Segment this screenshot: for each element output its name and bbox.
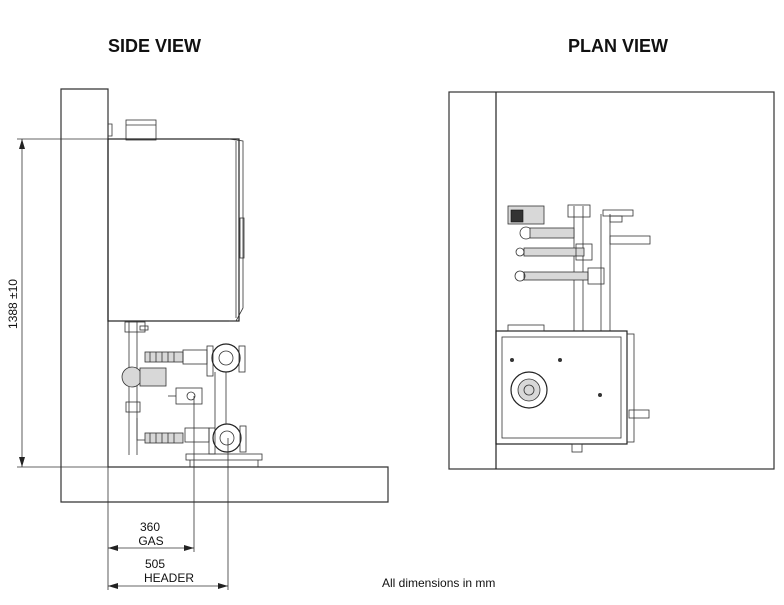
horizontal-dimensions: 360 GAS 505 HEADER xyxy=(107,396,229,590)
gas-dimension-label: GAS xyxy=(138,534,163,548)
boiler-body xyxy=(107,138,240,322)
header-flange-upper xyxy=(211,343,241,373)
plan-side-bracket xyxy=(628,409,650,419)
plan-pipework xyxy=(507,204,651,331)
plan-frame xyxy=(448,91,775,470)
plan-view xyxy=(448,91,775,470)
side-pipework xyxy=(121,321,263,467)
gas-valve xyxy=(175,387,203,405)
plan-flex-hose-1 xyxy=(523,247,585,257)
wall-bracket xyxy=(108,123,113,137)
side-wall-outline xyxy=(60,88,389,503)
height-dimension: 1388 ±10 xyxy=(6,138,108,468)
base-frame xyxy=(185,453,263,461)
header-flange-lower xyxy=(212,423,242,453)
pump xyxy=(121,366,143,388)
dimensions-note: All dimensions in mm xyxy=(382,576,495,590)
flue-outlet xyxy=(125,119,157,141)
header-dimension-value: 505 xyxy=(145,557,165,571)
boiler-front-panel xyxy=(228,138,244,322)
plan-header-stub xyxy=(609,235,651,245)
lower-valve xyxy=(184,427,210,443)
gas-dimension-value: 360 xyxy=(140,520,160,534)
side-view: 1388 ±10 360 GAS 505 HEADER xyxy=(6,88,389,590)
upper-valve xyxy=(182,349,208,365)
header-dimension-label: HEADER xyxy=(144,571,194,585)
plan-boiler xyxy=(495,324,650,453)
flex-hose-upper xyxy=(144,351,184,363)
plan-flex-hose-2 xyxy=(523,271,589,281)
height-dimension-label: 1388 ±10 xyxy=(6,279,20,329)
plan-flue-outlet xyxy=(510,371,548,409)
plan-view-title: PLAN VIEW xyxy=(568,36,668,56)
side-view-title: SIDE VIEW xyxy=(108,36,201,56)
flex-hose-lower xyxy=(144,432,184,444)
